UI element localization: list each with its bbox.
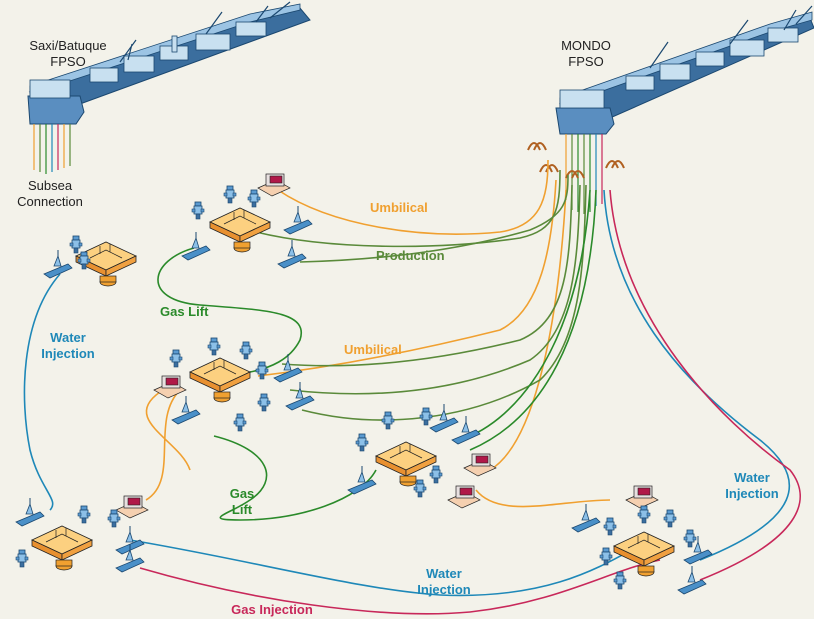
wellhead-tree bbox=[255, 361, 269, 380]
saxi-batuque-fpso-ship bbox=[27, 1, 311, 174]
subsea-connection-label-line2: Connection bbox=[17, 194, 83, 209]
gas-injection-lines bbox=[139, 189, 801, 615]
wellhead-tree bbox=[429, 465, 443, 484]
wellhead-tree bbox=[107, 509, 121, 528]
subsea-cluster-left bbox=[43, 235, 137, 287]
drilling-template bbox=[171, 395, 201, 425]
control-module bbox=[447, 485, 481, 509]
gas-lift-label-mid: Gas bbox=[230, 486, 255, 501]
water-injection-label-bottom-line2: Injection bbox=[417, 582, 471, 597]
drilling-template bbox=[429, 403, 459, 433]
gas-lift-lines bbox=[157, 189, 597, 521]
wellhead-tree bbox=[599, 547, 613, 566]
saxi-subsea-risers bbox=[33, 124, 71, 174]
mondo-fpso-label: MONDO bbox=[561, 38, 611, 53]
mondo-fpso-label-line2: FPSO bbox=[568, 54, 603, 69]
saxi-fpso-label-line2: FPSO bbox=[50, 54, 85, 69]
drilling-template bbox=[677, 565, 707, 595]
wellhead-tree bbox=[169, 349, 183, 368]
subsea-cluster-center bbox=[153, 337, 315, 432]
manifold bbox=[31, 525, 93, 571]
water-injection-label-left-line2: Injection bbox=[41, 346, 95, 361]
gas-lift-label-top: Gas Lift bbox=[160, 304, 209, 319]
wellhead-tree bbox=[603, 517, 617, 536]
control-module bbox=[257, 173, 291, 197]
subsea-cluster-bottom-left bbox=[15, 495, 149, 573]
wellhead-tree bbox=[69, 235, 83, 254]
water-injection-label-right-line2: Injection bbox=[725, 486, 779, 501]
manifold bbox=[209, 207, 271, 253]
wellhead-tree bbox=[191, 201, 205, 220]
production-label: Production bbox=[376, 248, 445, 263]
wellhead-tree bbox=[257, 393, 271, 412]
drilling-template bbox=[277, 239, 307, 269]
water-injection-label-left: Water bbox=[50, 330, 86, 345]
wellhead-tree bbox=[233, 413, 247, 432]
control-module bbox=[463, 453, 497, 477]
manifold bbox=[375, 441, 437, 487]
drilling-template bbox=[283, 205, 313, 235]
production-lines bbox=[255, 169, 587, 421]
manifold bbox=[189, 357, 251, 403]
drilling-template bbox=[15, 497, 45, 527]
umbilical-label-mid: Umbilical bbox=[344, 342, 402, 357]
manifold bbox=[613, 531, 675, 577]
drilling-template bbox=[285, 381, 315, 411]
subsea-cluster-bottom-right bbox=[571, 485, 713, 595]
wellhead-tree bbox=[683, 529, 697, 548]
control-module bbox=[153, 375, 187, 399]
subsea-connection-label: Subsea bbox=[28, 178, 73, 193]
drilling-template bbox=[43, 249, 73, 279]
wellhead-tree bbox=[239, 341, 253, 360]
drilling-template bbox=[181, 231, 211, 261]
water-injection-label-right: Water bbox=[734, 470, 770, 485]
saxi-fpso-label: Saxi/Batuque bbox=[29, 38, 106, 53]
drilling-template bbox=[273, 353, 303, 383]
water-injection-label-bottom: Water bbox=[426, 566, 462, 581]
wellhead-tree bbox=[223, 185, 237, 204]
wellhead-tree bbox=[15, 549, 29, 568]
gas-lift-label-mid-line2: Lift bbox=[232, 502, 253, 517]
drilling-template bbox=[571, 503, 601, 533]
wellhead-tree bbox=[663, 509, 677, 528]
subsea-cluster-top bbox=[181, 173, 313, 269]
wellhead-tree bbox=[77, 505, 91, 524]
control-module bbox=[625, 485, 659, 509]
gas-injection-label: Gas Injection bbox=[231, 602, 313, 617]
drilling-template bbox=[347, 465, 377, 495]
wellhead-tree bbox=[419, 407, 433, 426]
wellhead-tree bbox=[637, 505, 651, 524]
control-module bbox=[115, 495, 149, 519]
wellhead-tree bbox=[381, 411, 395, 430]
wellhead-tree bbox=[247, 189, 261, 208]
mondo-fpso-ship bbox=[527, 5, 814, 214]
umbilical-label-top: Umbilical bbox=[370, 200, 428, 215]
wellhead-tree bbox=[207, 337, 221, 356]
wellhead-tree bbox=[355, 433, 369, 452]
wellhead-tree bbox=[613, 571, 627, 590]
